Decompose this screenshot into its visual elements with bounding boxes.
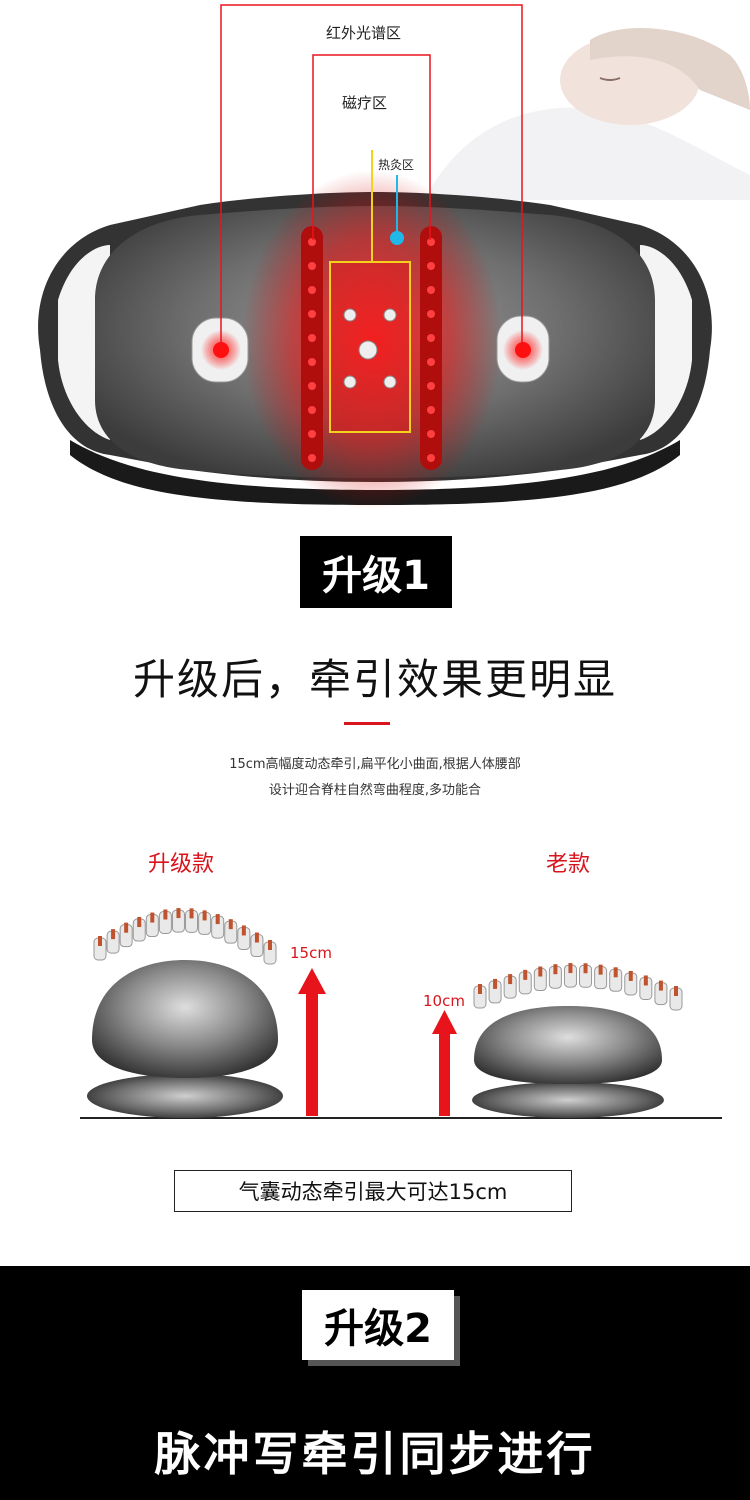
old-model-spine — [473, 963, 683, 1011]
spinal-disc — [254, 932, 259, 943]
spinal-disc — [124, 922, 129, 933]
spinal-disc — [643, 975, 648, 986]
spinal-disc — [538, 966, 543, 977]
old-model-airbag — [472, 1006, 664, 1118]
spinal-disc — [628, 970, 633, 981]
magnetic-zone-label: 磁疗区 — [342, 94, 388, 112]
led-light — [427, 406, 435, 414]
spinal-disc — [568, 963, 573, 974]
left-led-strip — [301, 226, 323, 470]
airbag-caption: 气囊动态牵引最大可达15cm — [174, 1170, 572, 1212]
led-light — [308, 310, 316, 318]
new-model-title: 升级款 — [148, 852, 215, 877]
airbag-comparison-illustration — [80, 908, 722, 1119]
divider — [344, 722, 390, 725]
spinal-disc — [598, 964, 603, 975]
heat-zone-label: 热灸区 — [378, 158, 415, 172]
upgrade-2-badge: 升级2 — [302, 1290, 454, 1360]
led-light — [427, 382, 435, 390]
heat-panel — [329, 261, 411, 433]
upgrade-2-headline: 脉冲写牵引同步进行 — [154, 1427, 596, 1481]
spinal-disc — [268, 940, 272, 950]
old-model-title: 老款 — [546, 852, 591, 877]
led-light — [427, 454, 435, 462]
spinal-disc — [241, 925, 246, 936]
led-light — [427, 262, 435, 270]
spinal-disc — [215, 914, 220, 925]
heat-zone-dot — [390, 231, 404, 245]
old-model-height-label: 10cm — [423, 992, 465, 1010]
spinal-disc — [674, 986, 678, 996]
spinal-disc — [202, 910, 207, 921]
led-light — [308, 454, 316, 462]
new-model-airbag — [87, 960, 283, 1118]
spinal-disc — [508, 974, 513, 985]
spinal-disc — [137, 917, 142, 928]
description-line: 15cm高幅度动态牵引,扁平化小曲面,根据人体腰部 — [229, 757, 521, 772]
led-light — [427, 358, 435, 366]
led-light — [427, 310, 435, 318]
new-model-height-arrow — [298, 968, 326, 1116]
spinal-disc — [98, 936, 102, 946]
led-light — [427, 334, 435, 342]
upgrade-1-badge: 升级1 — [300, 536, 452, 608]
waist-massager-illustration — [38, 4, 750, 510]
old-model-height-arrow — [432, 1010, 457, 1116]
spinal-disc — [553, 964, 558, 975]
spinal-disc — [163, 909, 168, 920]
led-light — [427, 286, 435, 294]
upgrade-1-description: 15cm高幅度动态牵引,扁平化小曲面,根据人体腰部 设计迎合脊柱自然弯曲程度,多… — [0, 752, 750, 804]
spinal-disc — [176, 908, 181, 919]
spinal-disc — [478, 984, 482, 994]
led-light — [427, 430, 435, 438]
spinal-disc — [613, 967, 618, 978]
left-magnetic-pod — [191, 317, 249, 383]
upgrade-1-headline: 升级后，牵引效果更明显 — [132, 655, 617, 704]
spinal-disc — [493, 978, 498, 989]
spinal-disc — [111, 929, 116, 940]
led-light — [308, 382, 316, 390]
magnetic-zone-outline — [312, 54, 431, 240]
led-light — [427, 238, 435, 246]
led-light — [308, 406, 316, 414]
led-light — [308, 358, 316, 366]
description-line: 设计迎合脊柱自然弯曲程度,多功能合 — [268, 783, 482, 798]
spinal-disc — [583, 963, 588, 974]
led-light — [308, 262, 316, 270]
led-light — [308, 334, 316, 342]
infrared-zone-outline — [220, 4, 523, 348]
spinal-disc — [228, 919, 233, 930]
spinal-disc — [150, 912, 155, 923]
spinal-disc — [658, 980, 663, 991]
new-model-height-label: 15cm — [290, 944, 332, 962]
led-light — [308, 238, 316, 246]
right-led-strip — [420, 226, 442, 470]
led-light — [308, 430, 316, 438]
infrared-zone-label: 红外光谱区 — [326, 24, 402, 42]
new-model-spine — [93, 908, 277, 965]
spinal-disc — [523, 969, 528, 980]
spinal-disc — [189, 908, 194, 919]
sleeping-person-image — [430, 28, 750, 200]
led-light — [308, 286, 316, 294]
right-magnetic-pod — [496, 315, 550, 383]
